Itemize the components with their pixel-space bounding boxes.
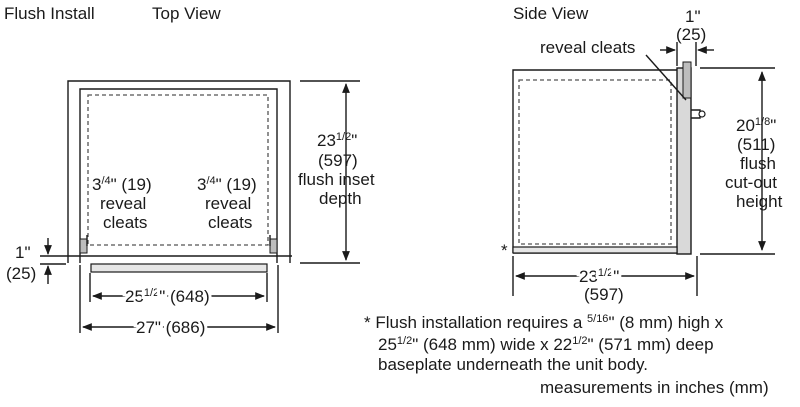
side-view-drawing <box>512 42 775 296</box>
top-view-drawing <box>40 80 360 333</box>
depth-label-1: flush inset <box>298 170 375 189</box>
depth-label-2: depth <box>319 189 362 208</box>
right-reveal-cleat <box>269 238 278 254</box>
footnote-line-3: baseplate underneath the unit body. <box>378 355 648 374</box>
top-view-title: Top View <box>152 4 221 23</box>
side-gap-value: 1" <box>685 7 701 26</box>
baseplate <box>512 246 678 254</box>
height-mm: (511) <box>737 135 775 154</box>
baseplate-asterisk: * <box>501 241 508 260</box>
door-handle-knob <box>698 110 706 118</box>
reveal-cleats-label: reveal cleats <box>540 38 635 57</box>
left-cleat-label-2: cleats <box>103 213 147 232</box>
reveal-cleat-leader <box>645 54 687 101</box>
inner-width-value: 251/2" (648) <box>125 287 210 306</box>
unit-body-outline <box>87 94 269 246</box>
footnote-line-2: 251/2" (648 mm) wide x 221/2" (571 mm) d… <box>378 335 714 354</box>
side-view-title: Side View <box>513 4 589 23</box>
depth-mm: (597) <box>318 151 358 170</box>
side-depth-mm: (597) <box>584 285 624 304</box>
left-reveal-cleat <box>79 238 88 254</box>
side-gap-mm: (25) <box>676 25 706 44</box>
right-cleat-label-2: cleats <box>208 213 252 232</box>
gap-value: 1" <box>15 243 31 262</box>
cabinet-inner-outline <box>79 88 278 263</box>
height-label-2: cut-out <box>725 173 777 192</box>
left-cleat-label-1: reveal <box>100 194 146 213</box>
outer-width-value: 27" (686) <box>136 318 205 337</box>
height-label-1: flush <box>740 154 776 173</box>
side-unit-body <box>518 79 672 245</box>
right-cleat-label-1: reveal <box>205 194 251 213</box>
height-label-3: height <box>736 192 783 211</box>
door-panel <box>90 263 268 273</box>
side-cabinet-outline <box>512 69 677 253</box>
footnote-line-1: * Flush installation requires a 5/16" (8… <box>364 313 724 332</box>
left-cleat-size: 3/4" (19) <box>92 175 152 194</box>
height-value: 201/8" <box>736 116 776 135</box>
flush-install-title: Flush Install <box>4 4 95 23</box>
units-note: measurements in inches (mm) <box>540 378 769 397</box>
side-depth-value: 231/2" <box>579 267 619 286</box>
gap-mm: (25) <box>6 264 36 283</box>
side-reveal-cleat <box>682 61 692 99</box>
depth-value: 231/2" <box>317 131 357 150</box>
cabinet-outline <box>67 80 291 263</box>
right-cleat-size: 3/4" (19) <box>197 175 257 194</box>
